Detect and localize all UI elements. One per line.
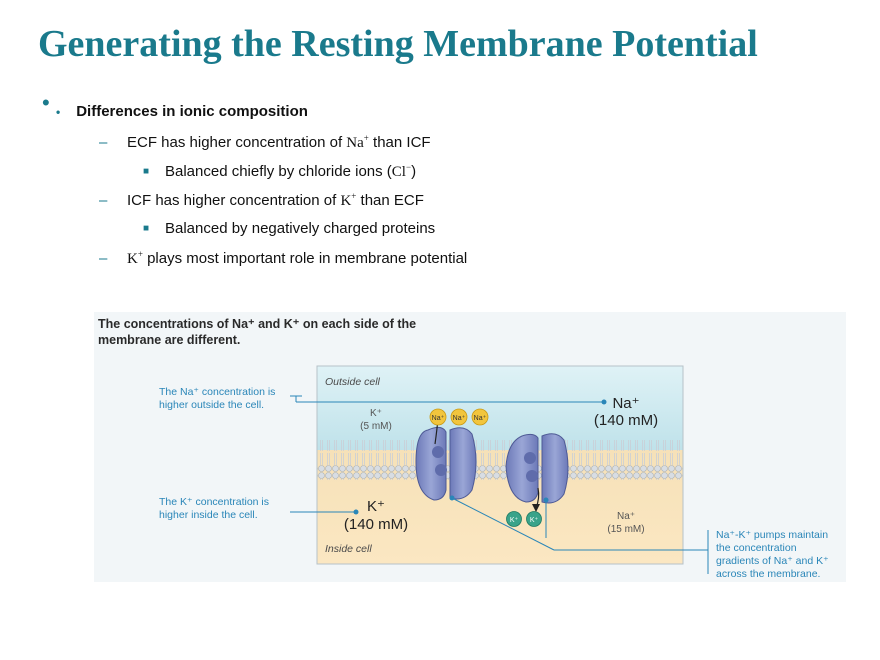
bullet-level3: ■ Balanced by negatively charged proteins [143, 220, 435, 237]
bullet-text: Differences in ionic composition [76, 103, 308, 120]
k-inside-concentration: (140 mM) [344, 516, 408, 533]
bullet-text: than ECF [356, 192, 424, 209]
bullet-level2: – K+ plays most important role in membran… [99, 249, 467, 268]
sodium-ion-label: Na⁺ [432, 415, 445, 422]
bullet-level2: – ECF has higher concentration of Na+ tha… [99, 133, 431, 152]
potassium-ion-icon: K⁺ [506, 511, 522, 527]
ion-symbol: K+ [127, 249, 143, 267]
bullet-level3: ■ Balanced chiefly by chloride ions (Cl−) [143, 162, 416, 181]
na-outside-ion: Na⁺ [612, 395, 639, 412]
bullet-text: than ICF [368, 134, 431, 151]
svg-text:higher outside the cell.: higher outside the cell. [159, 399, 264, 411]
bullet-text: ICF has higher concentration of [127, 192, 341, 209]
sodium-ion-icon: Na⁺ [450, 408, 468, 426]
svg-text:the concentration: the concentration [716, 542, 797, 554]
dash-marker-icon: – [99, 134, 108, 151]
figure-caption: membrane are different. [98, 333, 240, 347]
k-inside-ion: K⁺ [367, 498, 385, 515]
svg-text:gradients of Na⁺ and K⁺: gradients of Na⁺ and K⁺ [716, 555, 829, 567]
sodium-ion-label: Na⁺ [453, 415, 466, 422]
bullet-marker-icon: • [56, 105, 61, 119]
bullet-text: plays most important role in membrane po… [142, 250, 468, 267]
sodium-ion-icon: Na⁺ [471, 408, 489, 426]
square-marker-icon: ■ [143, 223, 150, 234]
extracellular-region [317, 366, 683, 450]
svg-text:Na⁺-K⁺ pumps maintain: Na⁺-K⁺ pumps maintain [716, 529, 828, 541]
na-outside-concentration: (140 mM) [594, 412, 658, 429]
svg-text:higher inside the cell.: higher inside the cell. [159, 509, 258, 521]
membrane-figure: The concentrations of Na⁺ and K⁺ on each… [94, 312, 846, 582]
na-inside-concentration: (15 mM) [607, 524, 644, 535]
bullet-text: Balanced chiefly by chloride ions ( [165, 163, 392, 180]
sodium-potassium-pump [505, 433, 569, 512]
callout-k-inside: The K⁺ concentration is higher inside th… [159, 496, 359, 521]
membrane-diagram: The concentrations of Na⁺ and K⁺ on each… [94, 312, 846, 582]
lipid-bilayer [317, 440, 683, 480]
potassium-ion-icon: K⁺ [526, 511, 542, 527]
callout-na-outside: The Na⁺ concentration is higher outside … [159, 386, 607, 411]
bullet-level1: • Differences in ionic composition [56, 103, 308, 120]
dash-marker-icon: – [99, 192, 108, 209]
ion-symbol: K+ [340, 191, 357, 209]
bullet-text: ECF has higher concentration of [127, 134, 347, 151]
svg-text:The K⁺ concentration is: The K⁺ concentration is [159, 496, 269, 508]
bullet-level2: – ICF has higher concentration of K+ than… [99, 191, 424, 210]
svg-text:The Na⁺ concentration is: The Na⁺ concentration is [159, 386, 275, 398]
ion-symbol: Na+ [346, 133, 369, 151]
sodium-ion-icon: Na⁺ [429, 408, 447, 426]
na-inside-ion: Na⁺ [617, 511, 635, 522]
sodium-ion-label: Na⁺ [474, 415, 487, 422]
dash-marker-icon: – [99, 250, 108, 267]
k-outside-ion: K⁺ [370, 408, 382, 419]
svg-text:across the membrane.: across the membrane. [716, 568, 820, 580]
bullet-text: ) [411, 163, 417, 180]
ion-symbol: Cl− [391, 162, 412, 180]
callout-pumps: Na⁺-K⁺ pumps maintain the concentration … [449, 495, 829, 580]
inside-cell-label: Inside cell [325, 543, 372, 555]
k-outside-concentration: (5 mM) [360, 421, 392, 432]
cell-panel-frame [316, 365, 684, 565]
square-marker-icon: ■ [143, 166, 150, 177]
decorative-dot: • [42, 90, 50, 115]
potassium-ion-label: K⁺ [530, 517, 539, 524]
slide-title: Generating the Resting Membrane Potentia… [38, 23, 758, 65]
outside-cell-label: Outside cell [325, 376, 381, 388]
sodium-potassium-pump [415, 414, 477, 501]
bullet-text: Balanced by negatively charged proteins [165, 220, 436, 237]
figure-caption: The concentrations of Na⁺ and K⁺ on each… [98, 317, 416, 331]
potassium-ion-label: K⁺ [510, 517, 519, 524]
